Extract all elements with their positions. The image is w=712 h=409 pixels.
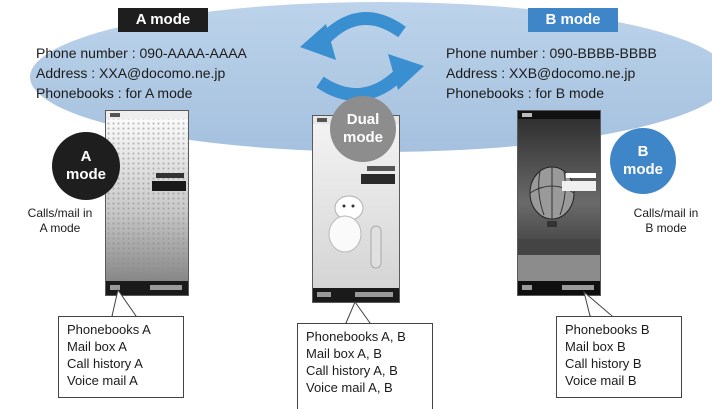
a-call-history-item: Call history A — [67, 356, 143, 371]
a-mode-storage-box: Phonebooks A Mail box A Call history A V… — [58, 316, 184, 398]
a-mode-note-line2: A mode — [39, 221, 81, 235]
dual-mode-storage-box: Phonebooks A, B Mail box A, B Call histo… — [297, 323, 433, 409]
b-mode-note-line1: Calls/mail in — [633, 206, 699, 220]
a-mode-tag: A mode — [118, 8, 208, 32]
b-address: Address : XXB@docomo.ne.jp — [446, 65, 636, 81]
b-mode-note-line2: B mode — [645, 221, 687, 235]
dual-voice-mail-item: Voice mail A, B — [306, 380, 393, 395]
b-mode-circle-line2: mode — [622, 161, 663, 178]
swap-arrows-icon — [300, 12, 424, 101]
b-mode-circle: B mode — [610, 128, 676, 194]
dual-mailbox-item: Mail box A, B — [306, 346, 382, 361]
b-phonebooks-item: Phonebooks B — [565, 322, 650, 337]
b-mode-note: Calls/mail in B mode — [620, 206, 712, 236]
b-phonebooks: Phonebooks : for B mode — [446, 85, 604, 101]
dual-mode-circle-line2: mode — [342, 129, 383, 146]
dual-mode-circle: Dual mode — [330, 96, 396, 162]
dual-phonebooks-item: Phonebooks A, B — [306, 329, 406, 344]
a-mailbox-item: Mail box A — [67, 339, 127, 354]
b-mode-info: Phone number : 090-BBBB-BBBB Address : X… — [446, 43, 657, 103]
b-mode-tag: B mode — [528, 8, 618, 32]
b-call-history-item: Call history B — [565, 356, 642, 371]
a-mode-circle: A mode — [52, 132, 120, 200]
dual-mode-circle-line1: Dual — [346, 111, 380, 128]
a-mode-circle-line1: A — [80, 148, 92, 165]
a-mode-note-line1: Calls/mail in — [27, 206, 93, 220]
a-address: Address : XXA@docomo.ne.jp — [36, 65, 226, 81]
phone-screen-icon — [518, 111, 600, 295]
phone-screen-a — [105, 110, 189, 296]
a-phonebooks: Phonebooks : for A mode — [36, 85, 193, 101]
phone-screen-b — [517, 110, 601, 296]
a-phone-number: Phone number : 090-AAAA-AAAA — [36, 45, 247, 61]
a-mode-note: Calls/mail in A mode — [14, 206, 106, 236]
a-phonebooks-item: Phonebooks A — [67, 322, 151, 337]
dual-call-history-item: Call history A, B — [306, 363, 398, 378]
phone-screen-icon — [106, 111, 188, 295]
b-mailbox-item: Mail box B — [565, 339, 626, 354]
a-mode-circle-line2: mode — [65, 166, 106, 183]
b-mode-circle-line1: B — [637, 143, 649, 160]
b-voice-mail-item: Voice mail B — [565, 373, 637, 388]
a-voice-mail-item: Voice mail A — [67, 373, 138, 388]
a-mode-info: Phone number : 090-AAAA-AAAA Address : X… — [36, 43, 247, 103]
b-mode-storage-box: Phonebooks B Mail box B Call history B V… — [556, 316, 682, 398]
b-phone-number: Phone number : 090-BBBB-BBBB — [446, 45, 657, 61]
